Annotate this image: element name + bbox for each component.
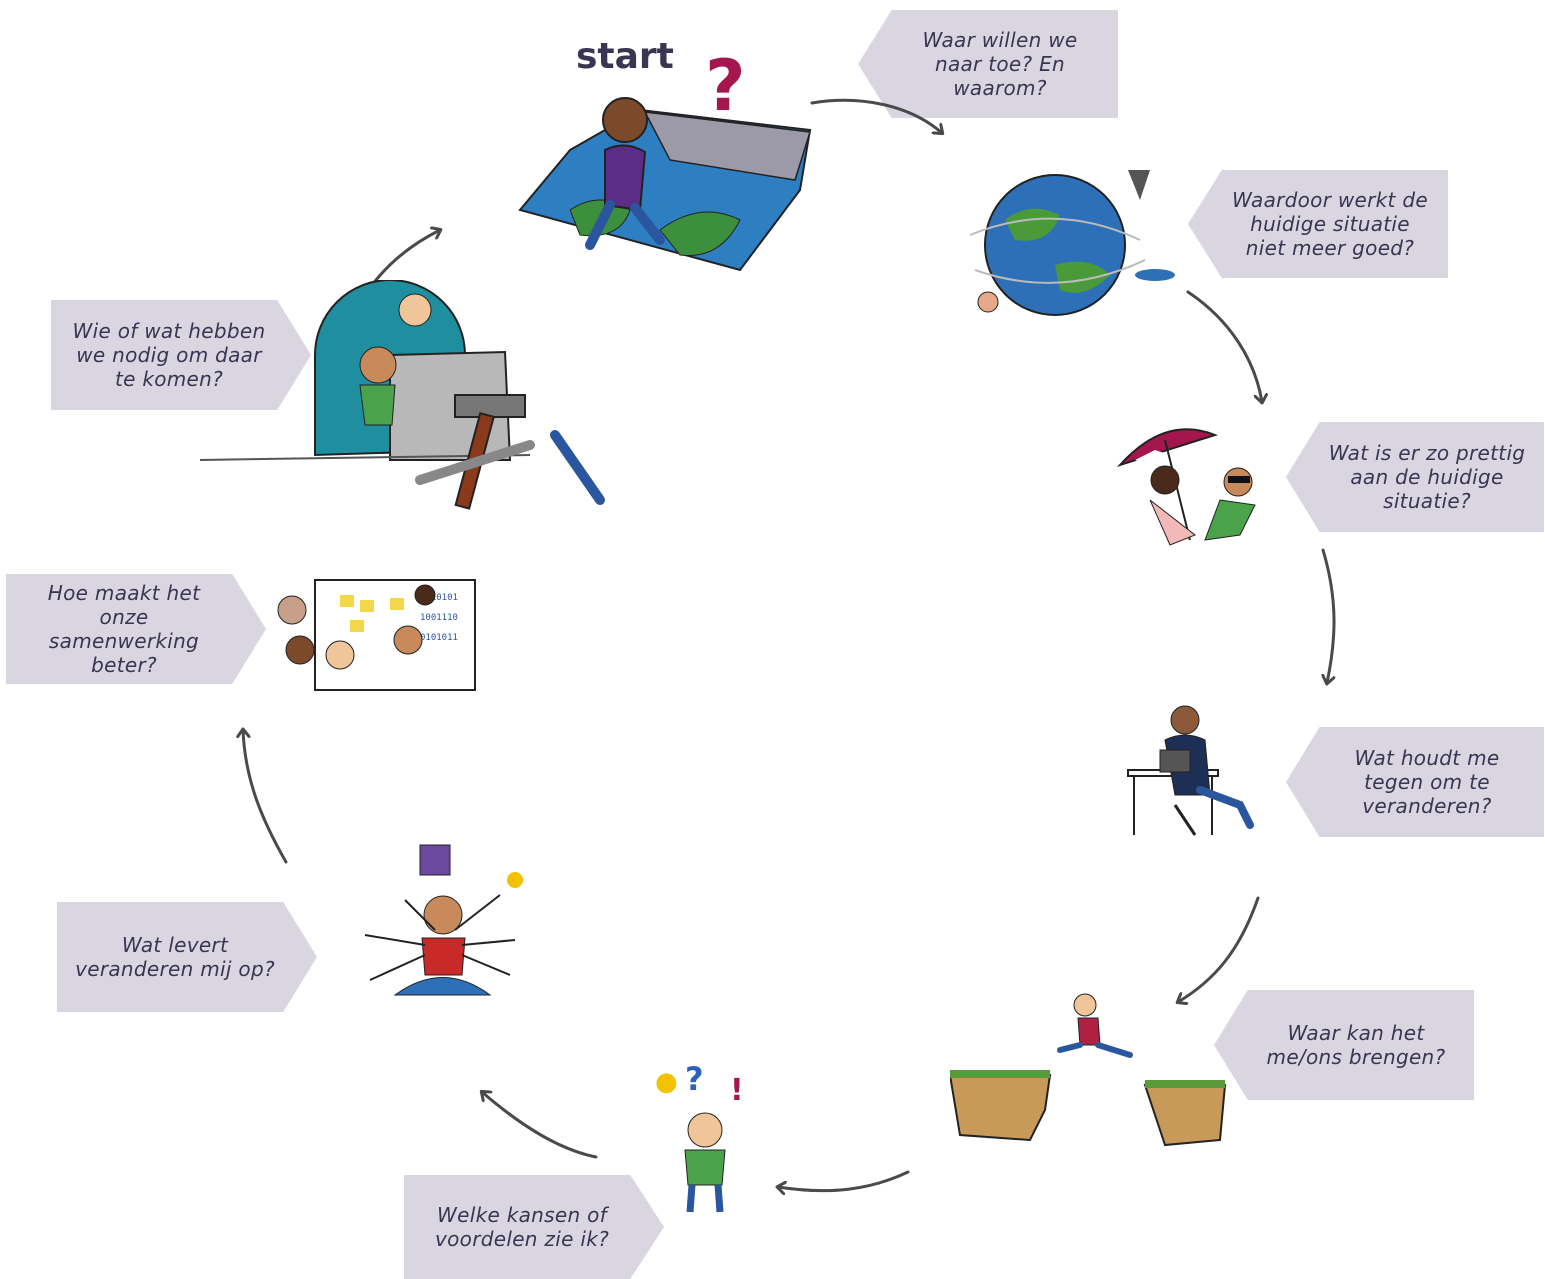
svg-text:0110101: 0110101 xyxy=(420,593,458,603)
ideas-person-icon: ● ? ! xyxy=(655,1060,744,1213)
step-label-5: Waar kan het me/ons brengen? xyxy=(1214,990,1474,1100)
beach-relax-icon xyxy=(1116,428,1256,546)
step-label-2: Waardoor werkt de huidige situatie niet … xyxy=(1188,170,1448,278)
arrow-4 xyxy=(1178,896,1260,1002)
map-explorer-icon: ? xyxy=(518,45,812,272)
svg-text:?: ? xyxy=(705,45,746,127)
step-label-8: Hoe maakt het onze samenwerking beter? xyxy=(6,574,266,684)
stormy-globe-icon xyxy=(969,170,1175,316)
desk-worker-icon xyxy=(1127,705,1254,836)
step-label-7: Wat levert veranderen mij op? xyxy=(57,902,317,1012)
step-label-3: Wat is er zo prettig aan de huidige situ… xyxy=(1286,422,1544,532)
step-label-1: Waar willen we naar toe? En waarom? xyxy=(858,10,1118,118)
svg-text:●: ● xyxy=(655,1067,678,1097)
arrow-6 xyxy=(482,1092,598,1159)
arrow-1 xyxy=(810,98,942,133)
arrow-2 xyxy=(1186,290,1262,402)
tools-team-icon xyxy=(200,280,605,510)
arrow-5 xyxy=(778,1170,910,1191)
svg-text:!: ! xyxy=(730,1073,744,1108)
arrow-3 xyxy=(1323,548,1336,683)
cliff-jump-icon xyxy=(950,993,1227,1147)
svg-text:0101011: 0101011 xyxy=(420,633,458,643)
multitask-person-icon xyxy=(364,844,523,996)
step-label-6: Welke kansen of voordelen zie ik? xyxy=(404,1175,664,1279)
svg-text:?: ? xyxy=(685,1060,704,1098)
start-title: start xyxy=(576,36,674,77)
step-label-4: Wat houdt me tegen om te veranderen? xyxy=(1286,727,1544,837)
svg-text:1001110: 1001110 xyxy=(420,613,458,623)
arrow-7 xyxy=(243,730,288,864)
step-label-9: Wie of wat hebben we nodig om daar te ko… xyxy=(51,300,311,410)
team-collaboration-icon: 0110101 1001110 0101011 xyxy=(277,579,476,691)
